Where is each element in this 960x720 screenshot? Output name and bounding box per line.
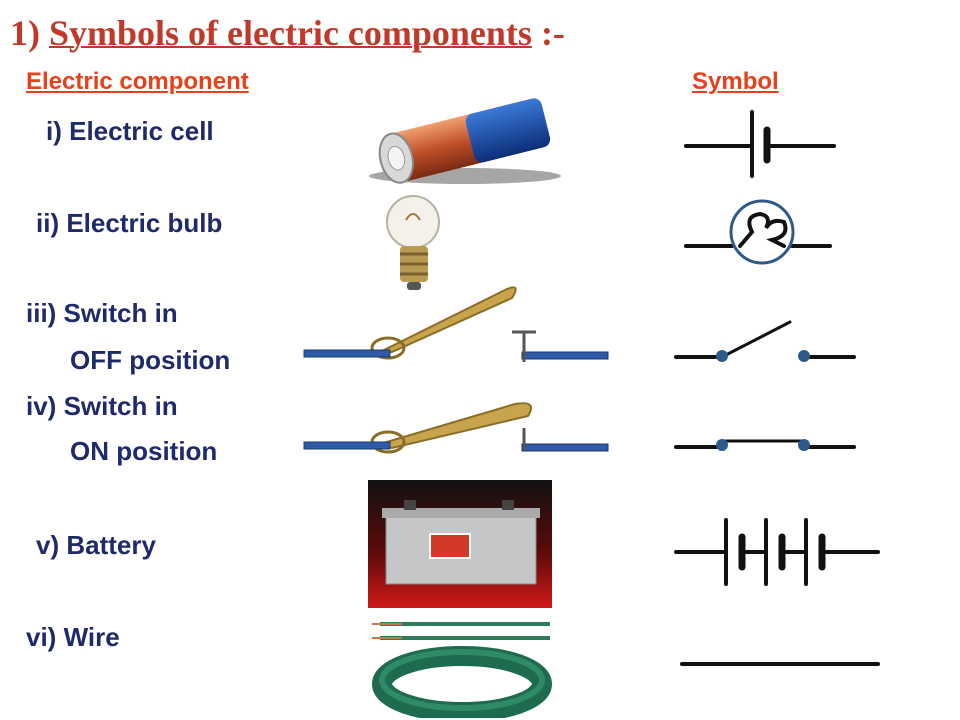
electric-cell-symbol (684, 110, 836, 178)
label-wire: vi) Wire (26, 622, 120, 652)
switch-on-symbol (674, 439, 856, 451)
switch-off-symbol (674, 320, 856, 362)
label-switch-off: iii) Switch in (26, 298, 178, 328)
label-switch-off-position: OFF position (70, 345, 231, 375)
label-switch-on-position: ON position (70, 436, 218, 466)
label-battery: v) Battery (36, 530, 156, 560)
electric-cell-picture (369, 98, 561, 184)
electric-bulb-symbol (684, 199, 832, 265)
battery-symbol (674, 518, 880, 586)
page-title: 1) Symbols of electric components :- (10, 13, 565, 53)
component-column-header: Electric component (26, 68, 249, 95)
switch-off-picture (303, 286, 609, 362)
wire-picture (372, 622, 552, 718)
battery-picture (368, 480, 552, 608)
label-electric-bulb: ii) Electric bulb (36, 208, 223, 238)
label-electric-cell: i) Electric cell (46, 116, 214, 146)
label-switch-on: iv) Switch in (26, 391, 178, 421)
symbol-column-header: Symbol (692, 68, 779, 95)
electric-bulb-picture (386, 195, 440, 290)
switch-on-picture (303, 402, 609, 454)
